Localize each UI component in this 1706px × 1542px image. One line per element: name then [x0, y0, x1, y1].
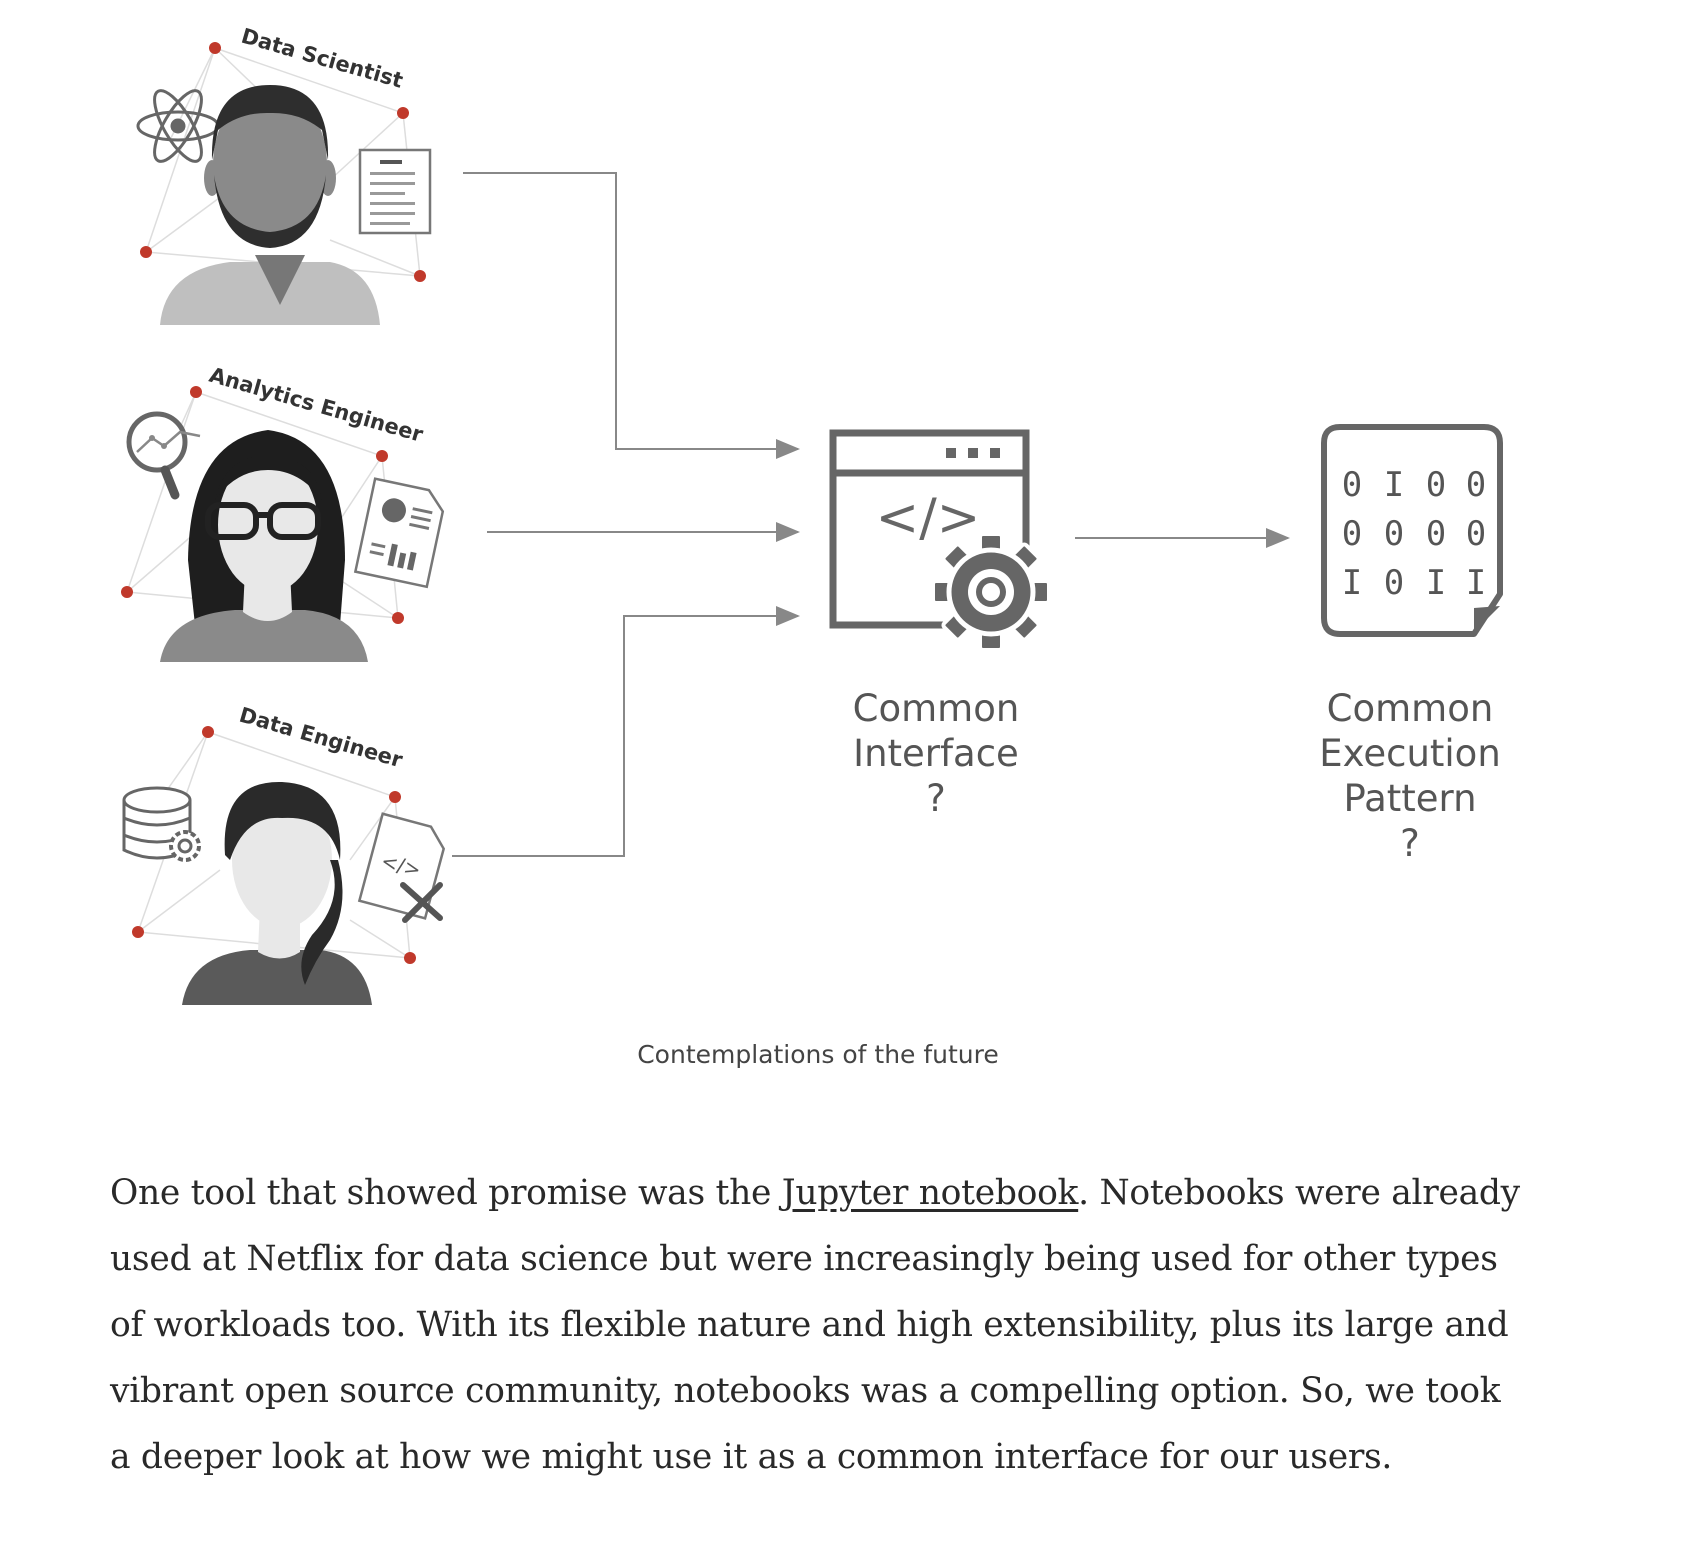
label-line: ?: [1400, 822, 1420, 865]
role-label: Data Scientist: [239, 24, 406, 93]
connectors: [452, 172, 1290, 857]
binary-digit: 0: [1426, 465, 1446, 505]
label-line: Common: [1327, 687, 1494, 730]
paragraph-text: . Notebooks were already used at Netflix…: [110, 1173, 1520, 1477]
data-engineer-avatar: Data Engineer </>: [122, 703, 446, 1005]
label-line: Pattern: [1343, 777, 1476, 820]
label-line: Common: [853, 687, 1020, 730]
code-window-icon: </>: [829, 429, 1030, 629]
network-dots: [140, 42, 426, 282]
common-interface-label: Common Interface ?: [853, 687, 1020, 820]
binary-digit: I: [1384, 465, 1404, 505]
binary-digit: I: [1466, 563, 1486, 603]
common-execution-label: Common Execution Pattern ?: [1319, 687, 1501, 865]
jupyter-notebook-link[interactable]: Jupyter notebook: [781, 1173, 1079, 1213]
label-line: Execution: [1319, 732, 1501, 775]
label-line: Interface: [853, 732, 1019, 775]
role-label: Analytics Engineer: [207, 363, 427, 447]
binary-digit: 0: [1342, 465, 1362, 505]
gear-icon: [931, 532, 1051, 652]
label-line: ?: [926, 777, 946, 820]
paragraph-text: One tool that showed promise was the: [110, 1173, 782, 1213]
binary-file-icon: 0 I 0 0 0 0 0 0 I 0 I I: [1321, 424, 1503, 637]
glasses-icon: [205, 502, 321, 540]
binary-digit: 0: [1342, 514, 1362, 554]
figure: Data Scientist: [121, 24, 1503, 1005]
data-scientist-avatar: Data Scientist: [136, 24, 432, 325]
binary-digit: 0: [1466, 465, 1486, 505]
diagram: Data Scientist: [121, 24, 1503, 1005]
network-dots: [121, 386, 404, 624]
binary-digit: I: [1342, 563, 1362, 603]
binary-digit: 0: [1466, 514, 1486, 554]
tools-icon: [400, 882, 443, 923]
figure-caption: Contemplations of the future: [637, 1040, 999, 1069]
code-file-icon: </>: [357, 812, 446, 920]
binary-digit: I: [1426, 563, 1446, 603]
small-gear-icon: [169, 830, 201, 862]
code-glyph: </>: [876, 488, 981, 548]
binary-digit: 0: [1384, 514, 1404, 554]
magnifier-chart-icon: [126, 411, 201, 500]
analytics-engineer-avatar: Analytics Engineer: [121, 363, 445, 662]
document-icon: [358, 148, 432, 235]
binary-digit: 0: [1426, 514, 1446, 554]
network-dots: [132, 726, 416, 964]
report-icon: [353, 477, 445, 589]
article-paragraph: One tool that showed promise was the Jup…: [110, 1160, 1530, 1490]
binary-digit: 0: [1384, 563, 1404, 603]
role-label: Data Engineer: [237, 703, 406, 773]
